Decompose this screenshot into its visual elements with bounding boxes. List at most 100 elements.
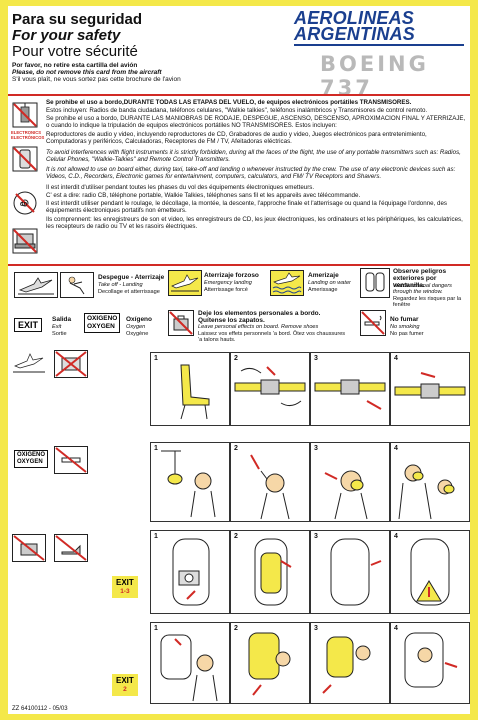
- icon-label-top: ELECTRONICS: [11, 130, 42, 135]
- window-label-fr: Regardez les risques par la fenêtre: [393, 296, 462, 309]
- exit-sign: EXIT: [14, 318, 43, 332]
- step-exit13-3: 3: [310, 530, 390, 614]
- no-seatbelt-off-icon: [54, 350, 88, 378]
- para-en-2: It is not allowed to use on board either…: [46, 166, 456, 181]
- no-cd-icon: [12, 190, 38, 216]
- nosmoke-label-es: No fumar: [390, 316, 419, 323]
- no-laptop-icon: [12, 228, 38, 254]
- step-exit2-3: 3: [310, 622, 390, 704]
- step-oxygen-1: 1: [150, 442, 230, 522]
- help-child-icon: [398, 464, 455, 520]
- exit-tag-number: 1-3: [120, 588, 130, 595]
- water-label-fr: Amerissage: [308, 287, 338, 293]
- cd-label: CD: [20, 202, 28, 208]
- icon-label-bottom: ELECTRÓNICOS: [11, 135, 45, 140]
- oxygen-tag-line1: OXIGENO: [17, 452, 46, 458]
- para-es-1: Se prohibe el uso a bordo,DURANTE TODAS …: [46, 99, 412, 106]
- para-fr-3: Il est interdit utiliser pendant le roul…: [46, 200, 447, 215]
- exit-label-es: Salida: [52, 316, 72, 323]
- shoes-label-es: Deje los elementos personales a bordo. Q…: [198, 310, 321, 324]
- title-es: Para su seguridad: [12, 11, 143, 28]
- para-es-4: Reproductores de audio y video, incluyen…: [46, 131, 427, 146]
- mask-on-icon: [324, 470, 368, 520]
- step-number: 3: [314, 533, 318, 540]
- oxygen-sign-line1: OXIGENO: [87, 315, 118, 322]
- no-transmitter-icon: [12, 102, 38, 128]
- oxygen-sign: OXIGENO OXYGEN: [84, 313, 121, 333]
- para-fr-2: C' est a dire: radio CB, téléphone porta…: [46, 192, 361, 199]
- emergency-landing-icon: [168, 270, 202, 296]
- takeoff-label-en: Take off - Landing: [98, 282, 143, 288]
- step-number: 1: [154, 533, 158, 540]
- title-fr: Pour votre sécurité: [12, 43, 138, 60]
- exit-tag-number: 2: [123, 686, 127, 693]
- oxygen-tag-line2: OXYGEN: [17, 459, 43, 465]
- step-seatbelt-3: 3: [310, 352, 390, 426]
- no-phone-icon: [12, 146, 38, 172]
- exit-tag-label: EXIT: [116, 676, 134, 685]
- window-label-es: Observe peligros exteriores por ventanil…: [393, 268, 447, 289]
- window-exit-handle-icon: [160, 634, 218, 702]
- nosmoke-label-fr: No pas fumer: [390, 331, 424, 337]
- step-exit2-2: 2: [230, 622, 310, 704]
- step-number: 1: [154, 355, 158, 362]
- para-es-3: Se prohibe el uso a bordo, DURANTE LAS M…: [46, 115, 466, 130]
- tighten-icon: [314, 379, 386, 410]
- step-number: 2: [234, 355, 238, 362]
- mask-drop-icon: [161, 450, 216, 518]
- door-open-icon: [254, 538, 292, 606]
- step-oxygen-3: 3: [310, 442, 390, 522]
- step-number: 1: [154, 625, 158, 632]
- water-label-en: Landing on water: [308, 280, 351, 286]
- oxy-label-es: Oxígeno: [126, 316, 153, 323]
- step-seatbelt-2: 2: [230, 352, 310, 426]
- title-en: For your safety: [12, 27, 121, 44]
- water-landing-icon: [270, 270, 304, 296]
- step-seatbelt-4: 4: [390, 352, 470, 426]
- nosmoke-label-en: No smoking: [390, 324, 420, 330]
- oxy-label-fr: Oxygène: [126, 331, 149, 337]
- water-label-es: Amerizaje: [308, 272, 339, 279]
- forced-label-fr: Atterrissage forcé: [204, 287, 248, 293]
- exit-tag-1-3: EXIT 1-3: [112, 576, 138, 598]
- release-icon: [394, 372, 466, 399]
- no-baggage-exit-icon: [12, 534, 46, 562]
- oxygen-sign-line2: OXYGEN: [87, 323, 115, 330]
- window-icon: [360, 268, 390, 298]
- para-fr-4: Ils comprennent: les enregistreurs de so…: [46, 216, 463, 231]
- takeoff-label-es: Despegue - Aterrizaje: [98, 274, 165, 281]
- aircraft-model: BOEING 737: [320, 52, 429, 100]
- card-content: Para su seguridad For your safety Pour v…: [8, 6, 470, 714]
- brand-line1: AEROLINEAS: [294, 8, 415, 28]
- oxygen-tag: OXIGENO OXYGEN: [14, 450, 49, 468]
- door-swing-icon: [330, 538, 382, 606]
- step-exit13-4: 4: [390, 530, 470, 614]
- step-number: 3: [314, 355, 318, 362]
- step-number: 2: [234, 445, 238, 452]
- step-exit2-4: 4: [390, 622, 470, 704]
- footer-code: ZZ 64100112 - 05/03: [12, 706, 68, 712]
- exit-tag-2: EXIT 2: [112, 674, 138, 696]
- exit-tag-label: EXIT: [116, 578, 134, 587]
- divider: [8, 264, 470, 266]
- step-number: 3: [314, 625, 318, 632]
- step-seatbelt-1: 1: [150, 352, 230, 426]
- slide-inflated-icon: [410, 538, 450, 606]
- buckle-icon: [234, 366, 306, 407]
- step-exit13-2: 2: [230, 530, 310, 614]
- note-en: Please, do not remove this card from the…: [12, 69, 162, 76]
- note-fr: S'il vous plaît, ne vous sortez pas cett…: [12, 76, 181, 83]
- no-smoking-oxygen-icon: [54, 446, 88, 474]
- brand-line2: ARGENTINAS: [294, 24, 416, 44]
- brand-underline: [294, 44, 464, 46]
- step-exit13-1: 1: [150, 530, 230, 614]
- step-number: 2: [234, 533, 238, 540]
- exit-label-fr: Sortie: [52, 331, 67, 337]
- no-smoking-icon: [360, 310, 386, 336]
- brace-position-icon: [60, 272, 94, 298]
- step-number: 1: [154, 445, 158, 452]
- takeoff-label-fr: Decollage et atterrissage: [98, 289, 160, 295]
- forced-label-en: Emergency landing: [204, 280, 252, 286]
- para-en-1: To avoid interferences with flight instr…: [46, 149, 461, 164]
